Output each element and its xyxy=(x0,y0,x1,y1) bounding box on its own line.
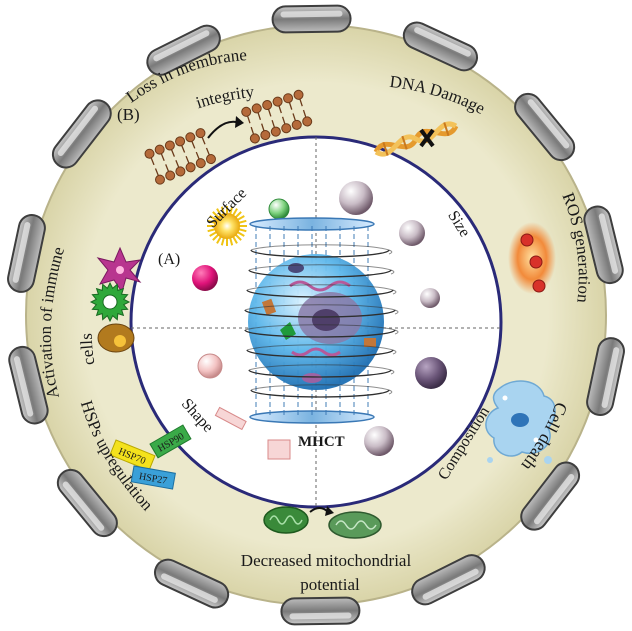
magenta-nanoparticle xyxy=(192,265,218,291)
svg-text:HSP27: HSP27 xyxy=(138,471,168,487)
marker-b: (B) xyxy=(117,105,140,124)
membrane-segment xyxy=(271,4,352,34)
organelle-green xyxy=(280,322,296,340)
induction-coil xyxy=(244,244,399,398)
rod-particle xyxy=(214,406,247,431)
membrane-segment xyxy=(520,461,581,531)
er-icon xyxy=(289,280,351,292)
membrane-segment xyxy=(146,24,221,76)
mhct-label: MHCT xyxy=(298,434,345,450)
membrane-segment xyxy=(411,554,486,606)
cube-particle xyxy=(267,439,291,460)
immune-cells-icon xyxy=(89,246,142,353)
composition-sphere xyxy=(364,426,394,456)
lipid-bilayer-icon xyxy=(144,89,313,185)
organelle-orange xyxy=(364,338,376,347)
mitochondria-icon xyxy=(263,506,382,539)
membrane-segment xyxy=(7,214,46,293)
membrane-segment xyxy=(402,21,479,72)
cross-mark-icon xyxy=(419,128,435,148)
mito-label-1: Decreased mitochondrial xyxy=(241,551,412,570)
membrane-segment xyxy=(586,337,625,416)
central-cell xyxy=(244,217,399,424)
membrane-segment xyxy=(56,468,118,538)
activation-label-2: cells xyxy=(77,333,99,367)
dark-sphere xyxy=(415,357,447,389)
green-nanoparticle xyxy=(268,198,290,220)
marker-a: (A) xyxy=(158,251,180,268)
mitochondria-small xyxy=(261,298,277,316)
hsp-tags: HSP70 HSP90 HSP27 xyxy=(109,424,192,490)
large-sphere xyxy=(339,181,373,215)
membrane-segment xyxy=(153,558,230,609)
medium-sphere xyxy=(399,220,425,246)
dead-cell-icon xyxy=(485,380,556,464)
membrane-segment xyxy=(51,99,112,169)
nucleolus xyxy=(312,309,340,331)
ros-cluster-icon xyxy=(508,222,556,294)
nanoflower-icon xyxy=(207,206,247,246)
mito-label-2: potential xyxy=(300,575,360,594)
membrane-segment xyxy=(583,205,624,285)
arrow-head-icon xyxy=(235,116,244,128)
arrow-icon xyxy=(207,120,237,139)
membrane-segment xyxy=(280,596,361,626)
membrane-segment xyxy=(514,92,576,162)
membrane-segment xyxy=(8,345,49,425)
small-sphere xyxy=(420,288,440,308)
hsp27-tag: HSP27 xyxy=(130,465,176,490)
membrane-segments xyxy=(7,4,625,626)
pink-sphere xyxy=(197,353,223,379)
